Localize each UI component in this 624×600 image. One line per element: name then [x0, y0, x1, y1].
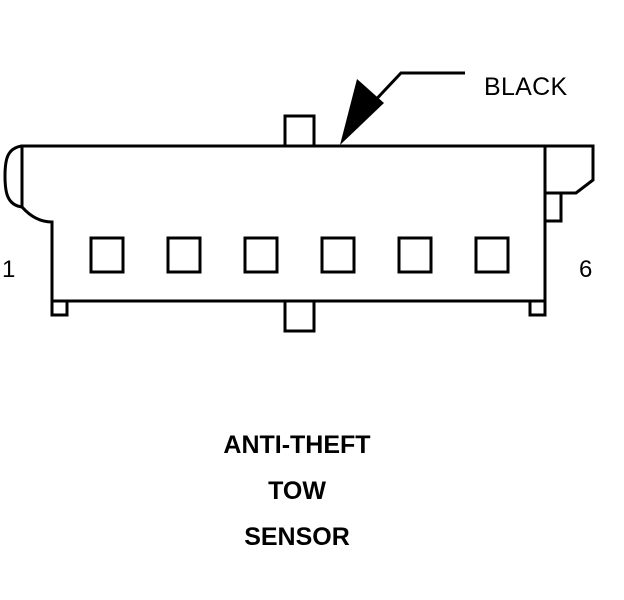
terminal-cavity-6: [474, 236, 510, 274]
pin-1-label: 1: [2, 256, 16, 283]
connector-color-label: BLACK: [484, 73, 568, 101]
left-latch: [3, 144, 23, 209]
terminal-cavity-5: [397, 236, 433, 274]
terminal-cavity-1: [89, 236, 125, 274]
right-side-tab: [543, 191, 563, 223]
left-foot: [50, 299, 69, 317]
terminal-cavity-4: [320, 236, 356, 274]
terminal-cavity-2: [166, 236, 202, 274]
caption-line-1: ANTI-THEFT: [223, 431, 371, 459]
terminal-cavity-3: [243, 236, 279, 274]
bottom-latch-tab: [283, 299, 316, 333]
leader-line: [366, 71, 465, 110]
right-foot: [528, 299, 547, 317]
arrowhead: [340, 79, 384, 145]
caption-line-3: SENSOR: [244, 523, 350, 551]
right-side-lock: [545, 144, 595, 195]
pin-6-label: 6: [579, 256, 593, 283]
caption-line-2: TOW: [268, 477, 326, 505]
top-latch-tab: [283, 114, 316, 148]
connector-body: [20, 144, 547, 303]
connector-caption: ANTI-THEFT TOW SENSOR: [197, 422, 397, 560]
